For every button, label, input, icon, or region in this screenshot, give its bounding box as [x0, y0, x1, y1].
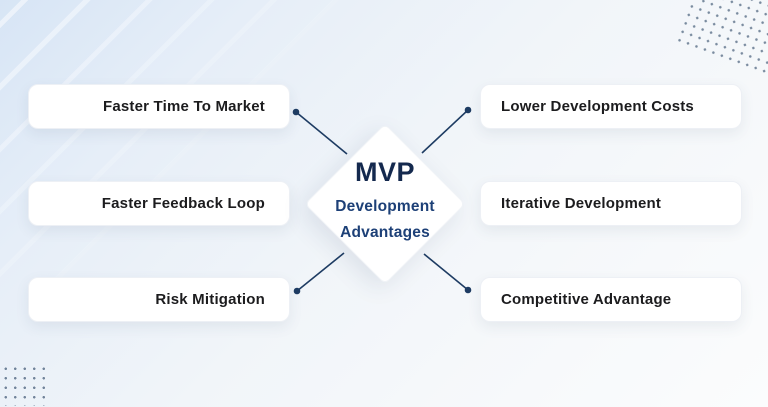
advantage-card-risk-mitigation: Risk Mitigation — [28, 277, 290, 322]
center-diamond — [304, 123, 466, 285]
advantage-card-faster-time-to-market: Faster Time To Market — [28, 84, 290, 129]
advantage-card-label: Lower Development Costs — [501, 98, 694, 115]
dot-pattern-top-right — [673, 0, 768, 85]
advantage-card-iterative-development: Iterative Development — [480, 181, 742, 226]
connector-line-bottom-right — [423, 253, 469, 291]
advantage-card-faster-feedback-loop: Faster Feedback Loop — [28, 181, 290, 226]
connector-dot-top-right — [464, 106, 472, 114]
advantage-card-competitive-advantage: Competitive Advantage — [480, 277, 742, 322]
advantage-card-label: Competitive Advantage — [501, 291, 672, 308]
advantage-card-label: Iterative Development — [501, 195, 662, 212]
advantage-card-label: Faster Feedback Loop — [101, 195, 265, 212]
connector-line-bottom-left — [296, 252, 345, 292]
connector-dot-bottom-left — [293, 287, 301, 295]
advantage-card-lower-development-costs: Lower Development Costs — [480, 84, 742, 129]
connector-line-top-right — [421, 109, 469, 154]
advantage-card-label: Risk Mitigation — [155, 291, 265, 308]
connector-line-top-left — [295, 111, 348, 155]
diagonal-stripes-decoration — [0, 0, 380, 280]
advantage-card-label: Faster Time To Market — [102, 98, 265, 115]
connector-dot-top-left — [292, 108, 300, 116]
connector-dot-bottom-right — [464, 286, 472, 294]
dot-pattern-bottom-left — [1, 364, 45, 406]
